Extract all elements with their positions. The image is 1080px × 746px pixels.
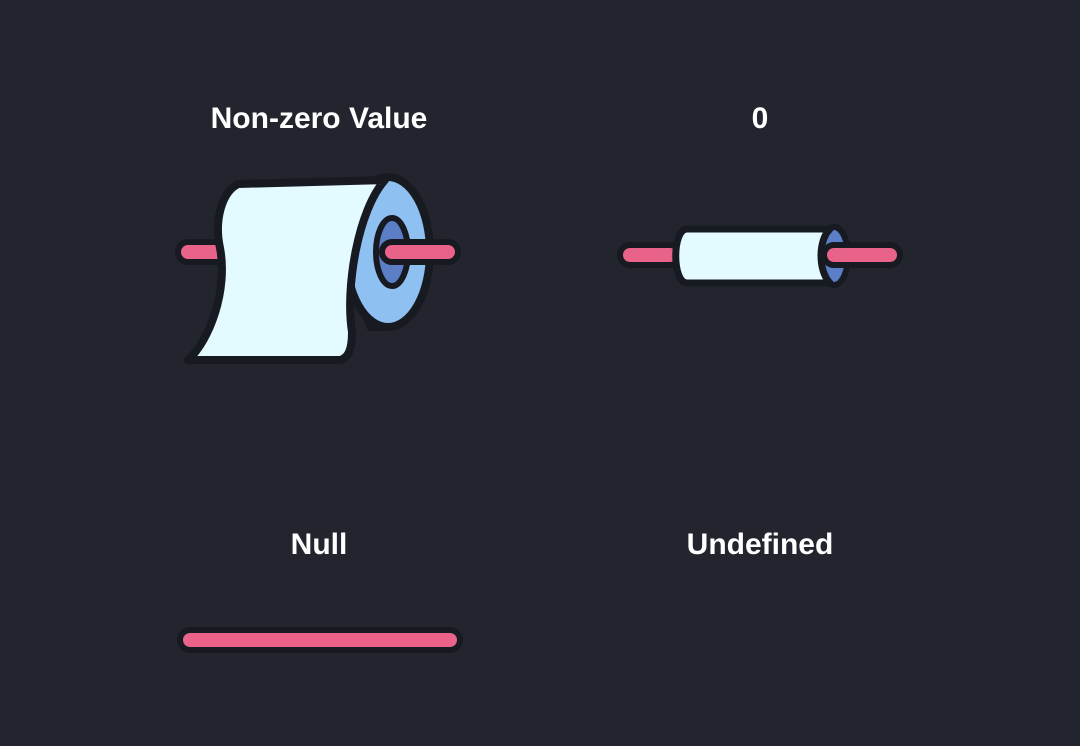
- panel-label-undefined: Undefined: [686, 528, 834, 561]
- panel-label-null: Null: [290, 528, 348, 561]
- rod-right: [379, 239, 461, 265]
- tube-body: [672, 225, 834, 287]
- panel-label-zero: 0: [751, 102, 769, 135]
- panel-label-nonzero: Non-zero Value: [210, 102, 428, 135]
- undefined-empty-area: [612, 600, 912, 680]
- bare-holder-rod-icon: [177, 627, 463, 653]
- rod-right: [821, 242, 903, 268]
- full-toilet-paper-roll-icon: [175, 173, 461, 364]
- paper-body: [184, 176, 389, 364]
- rod: [177, 627, 463, 653]
- rod-left: [617, 242, 683, 268]
- empty-cardboard-tube-icon: [617, 224, 903, 288]
